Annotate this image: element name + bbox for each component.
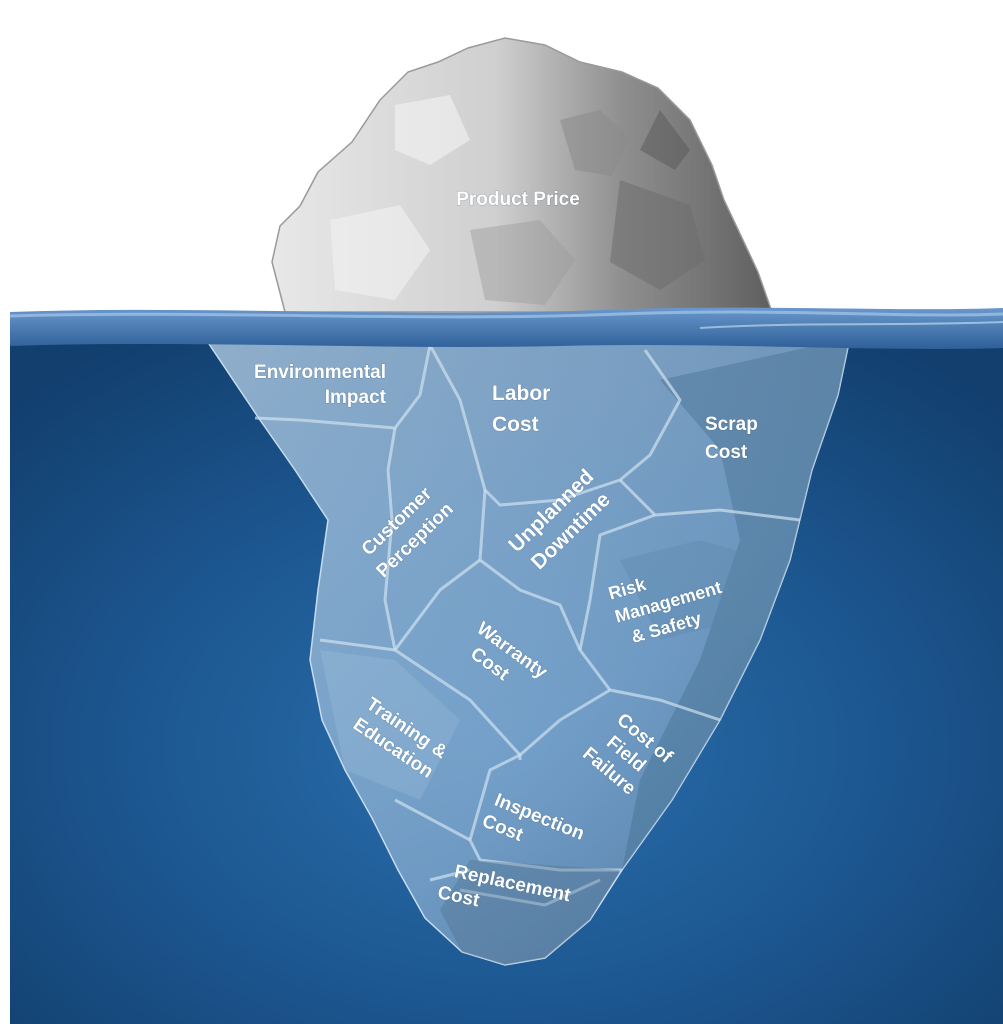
svg-text:Scrap: Scrap [705, 414, 758, 435]
label-product-price: Product Price [456, 189, 581, 211]
iceberg-tip [271, 37, 774, 313]
label-product-price-text: Product Price [456, 189, 580, 210]
water-surface [9, 307, 1003, 349]
svg-text:Environmental: Environmental [254, 362, 386, 383]
label-scrap-cost: Scrap Cost [705, 414, 759, 464]
svg-text:Impact: Impact [325, 387, 387, 408]
svg-text:Cost: Cost [492, 413, 539, 436]
label-environmental-impact: Environmental Impact [254, 362, 388, 409]
iceberg-underwater [203, 337, 851, 966]
svg-text:Cost: Cost [705, 442, 748, 463]
svg-text:Labor: Labor [492, 382, 550, 405]
label-labor-cost: Labor Cost [492, 382, 551, 437]
